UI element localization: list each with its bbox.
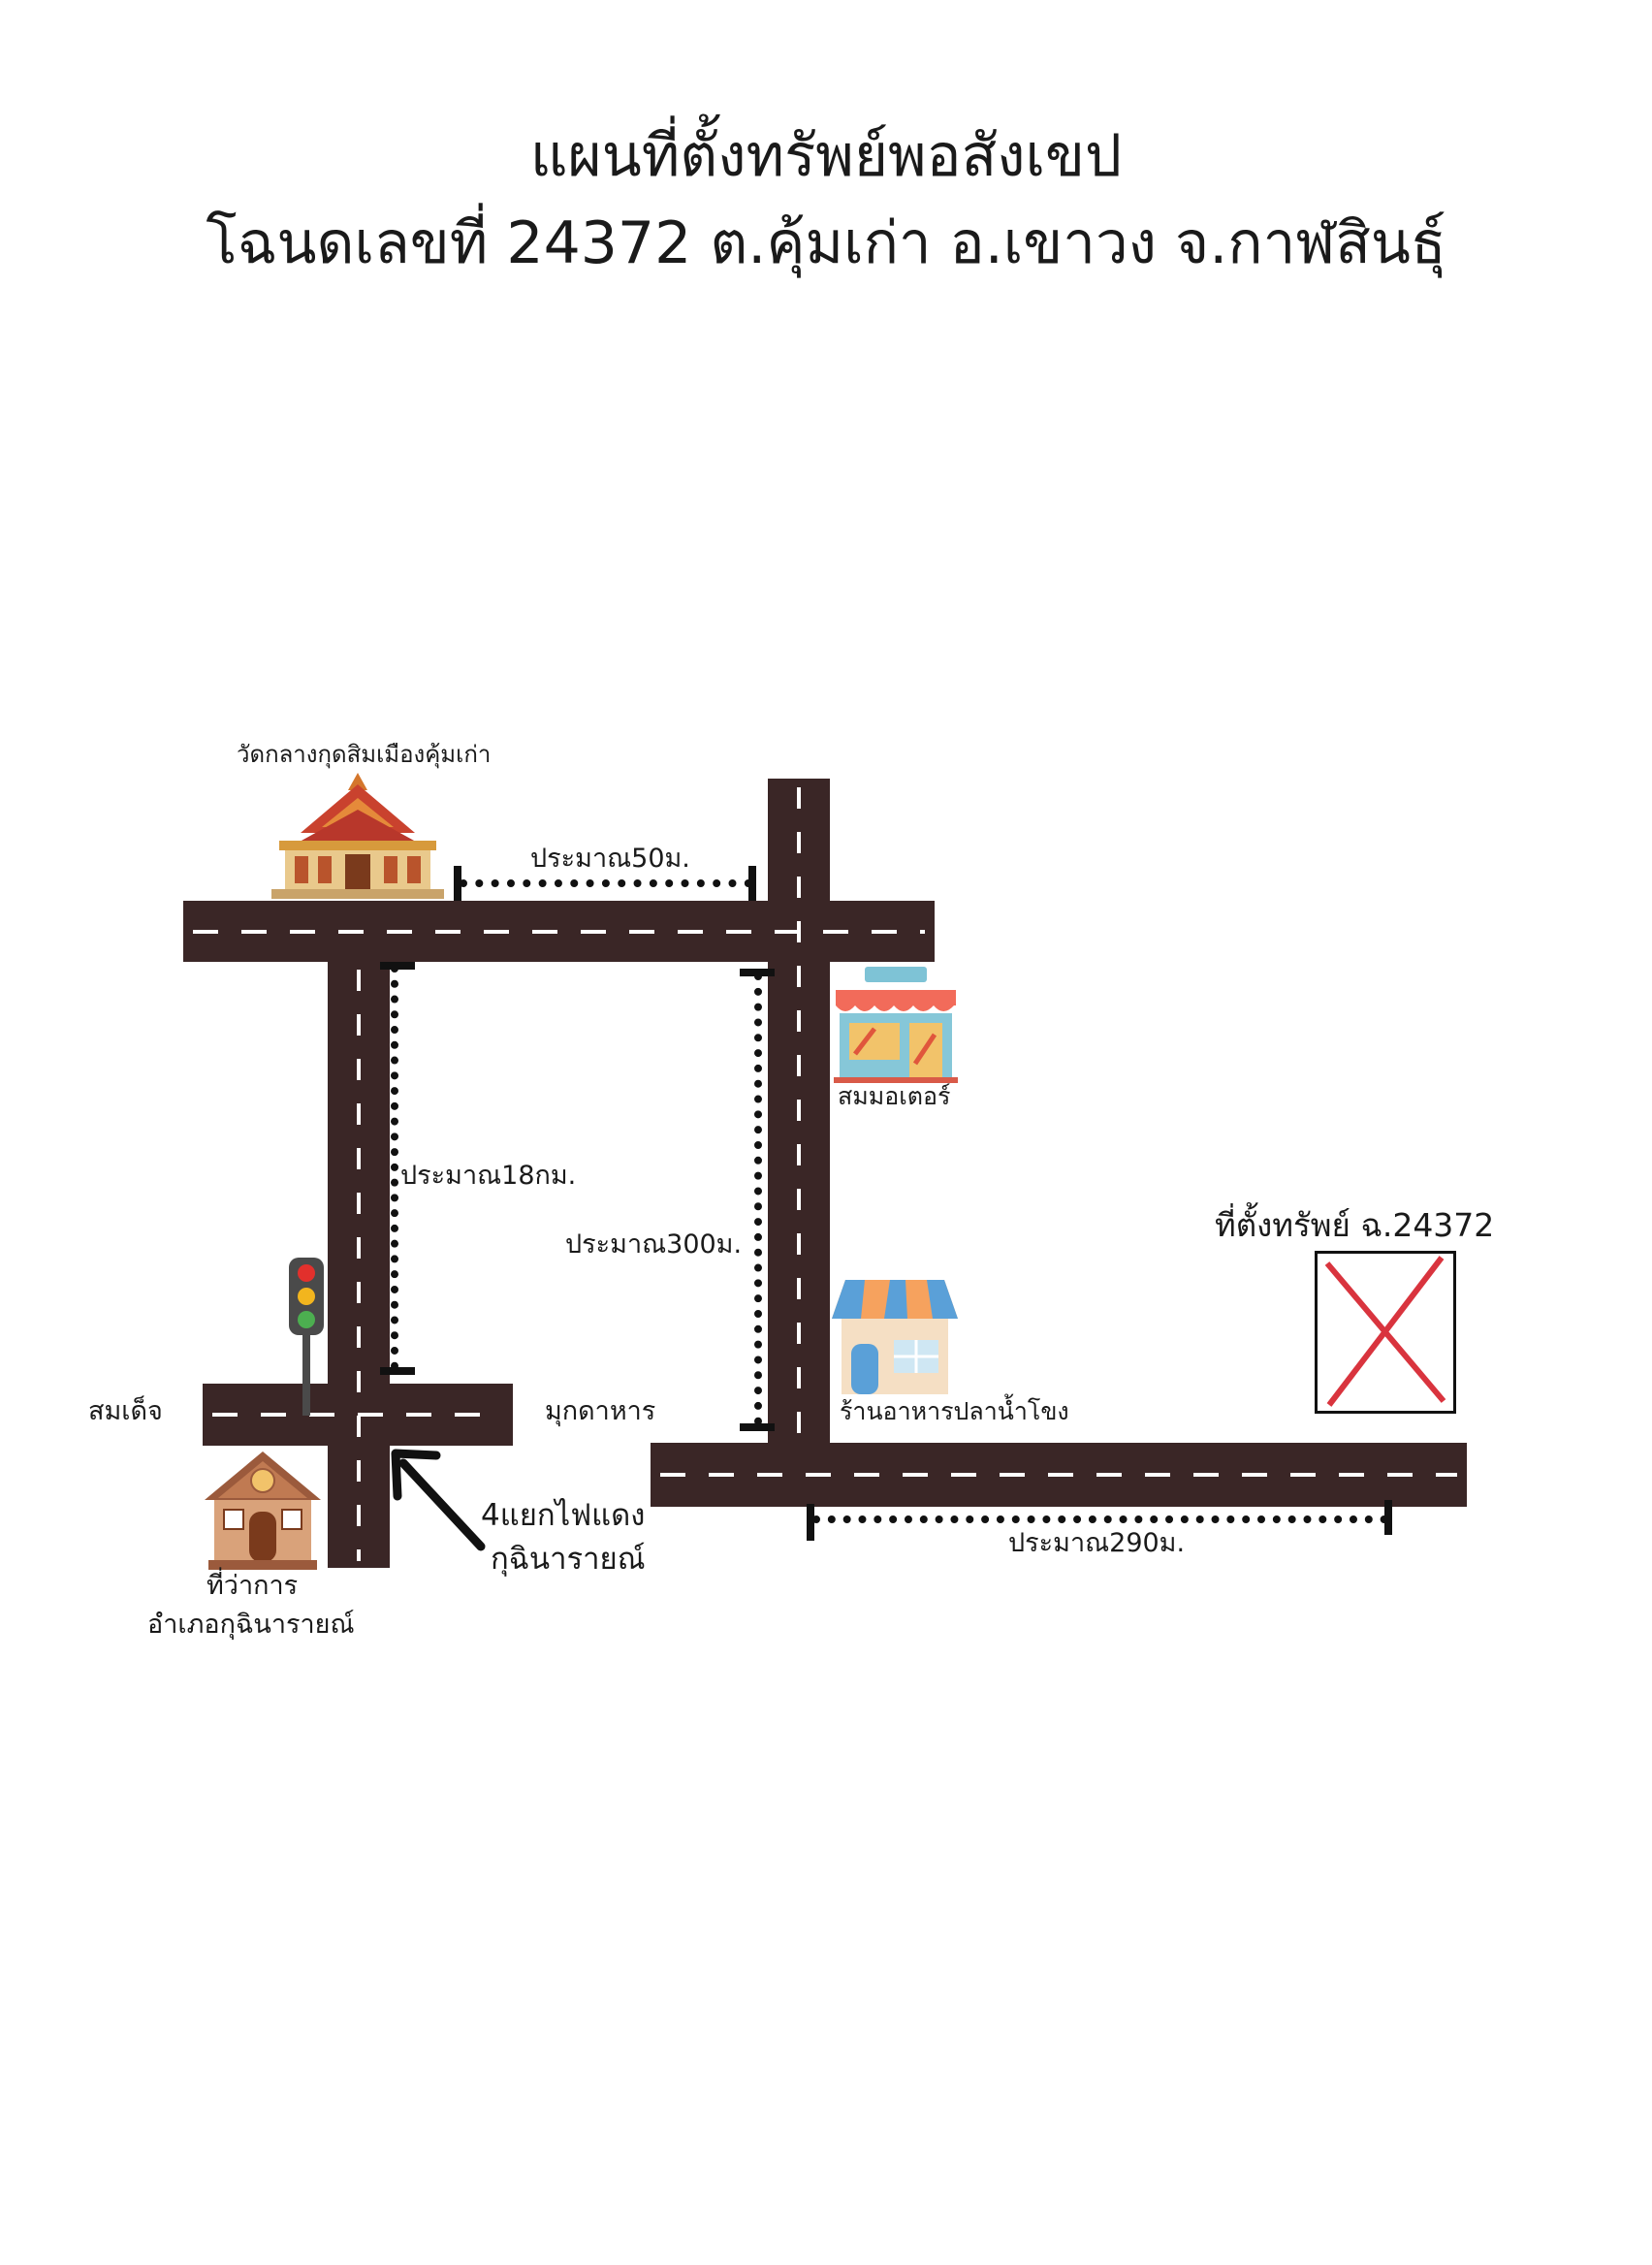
traffic-light-icon (289, 1258, 324, 1416)
distance-cap (807, 1504, 814, 1541)
distance-cap (454, 866, 461, 901)
road-marking (357, 970, 361, 1561)
distance-cap (380, 1367, 415, 1375)
temple-icon (271, 773, 444, 899)
distance-cap (740, 1423, 775, 1431)
distance-line-bottom (812, 1515, 1388, 1523)
property-box (1315, 1251, 1456, 1414)
distance-cap (380, 962, 415, 970)
distance-line-left-vertical (391, 965, 398, 1370)
arrow-icon (391, 1449, 486, 1551)
road-marking (797, 787, 801, 1447)
map-title: แผนที่ตั้งทรัพย์พอสังเขป (529, 122, 1123, 190)
intersection-label-line2: กุฉินารายณ์ (491, 1542, 646, 1577)
road-marking (660, 1473, 1457, 1477)
direction-east-label: มุกดาหาร (545, 1396, 656, 1426)
distance-cap (1384, 1500, 1392, 1535)
property-label: ที่ตั้งทรัพย์ ฉ.24372 (1215, 1206, 1495, 1244)
distance-cap (740, 969, 775, 976)
district-office-label-line1: ที่ว่าการ (206, 1571, 299, 1601)
distance-line-top (460, 879, 752, 887)
distance-cap (748, 866, 756, 901)
distance-line-right-vertical (754, 973, 762, 1425)
road-marking (193, 930, 925, 934)
direction-west-label: สมเด็จ (88, 1396, 163, 1426)
motor-shop-label: สมมอเตอร์ (838, 1082, 951, 1110)
restaurant-label: ร้านอาหารปลาน้ำโขง (840, 1397, 1069, 1425)
distance-label-right-vertical: ประมาณ300ม. (565, 1229, 743, 1260)
property-x-marker (1324, 1256, 1446, 1407)
distance-label-left-vertical: ประมาณ18กม. (400, 1161, 577, 1191)
distance-label-bottom: ประมาณ290ม. (1008, 1528, 1186, 1558)
district-office-label-line2: อำเภอกุฉินารายณ์ (147, 1610, 355, 1640)
distance-label-top: ประมาณ50ม. (530, 844, 690, 874)
intersection-label-line1: 4แยกไฟแดง (481, 1498, 646, 1533)
deed-subtitle: โฉนดเลขที่ 24372 ต.คุ้มเก่า อ.เขาวง จ.กา… (206, 209, 1446, 277)
temple-label: วัดกลางกุดสิมเมืองคุ้มเก่า (237, 741, 492, 768)
shop-icon (834, 967, 958, 1083)
restaurant-icon (832, 1280, 958, 1394)
road-marking (212, 1413, 503, 1417)
government-building-icon (205, 1452, 321, 1570)
